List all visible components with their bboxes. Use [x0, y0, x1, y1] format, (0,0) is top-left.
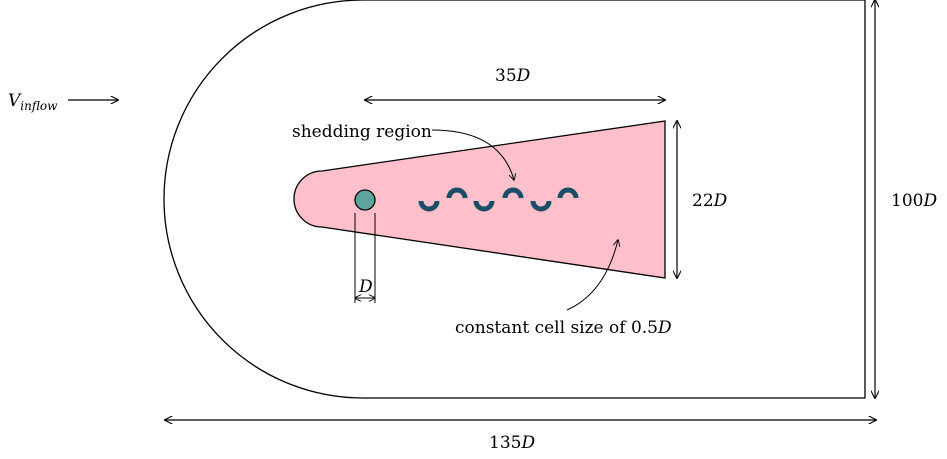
domain-height-label: 100D: [891, 191, 937, 211]
inflow-label: Vinflow: [8, 91, 58, 113]
vortex-5: [530, 200, 552, 212]
vortex-2: [446, 187, 468, 199]
cylinder: [354, 189, 376, 211]
domain-length-label: 135D: [489, 433, 535, 453]
vortex-3: [473, 200, 495, 212]
refinement-region: [293, 120, 666, 279]
vortex-4: [502, 187, 524, 199]
outer-domain-boundary: [163, 0, 866, 399]
shedding-region-leader: [431, 129, 514, 180]
vortex-6: [557, 187, 579, 199]
cell-size-leader: [566, 240, 618, 311]
wake-length-label: 35D: [495, 66, 531, 86]
wake-height-label: 22D: [692, 191, 728, 211]
vortex-1: [418, 200, 440, 212]
vortex-street: [418, 187, 579, 212]
shedding-region-label: shedding region: [292, 122, 432, 142]
diameter-label: D: [358, 277, 373, 297]
cell-size-label: constant cell size of 0.5D: [455, 318, 672, 338]
